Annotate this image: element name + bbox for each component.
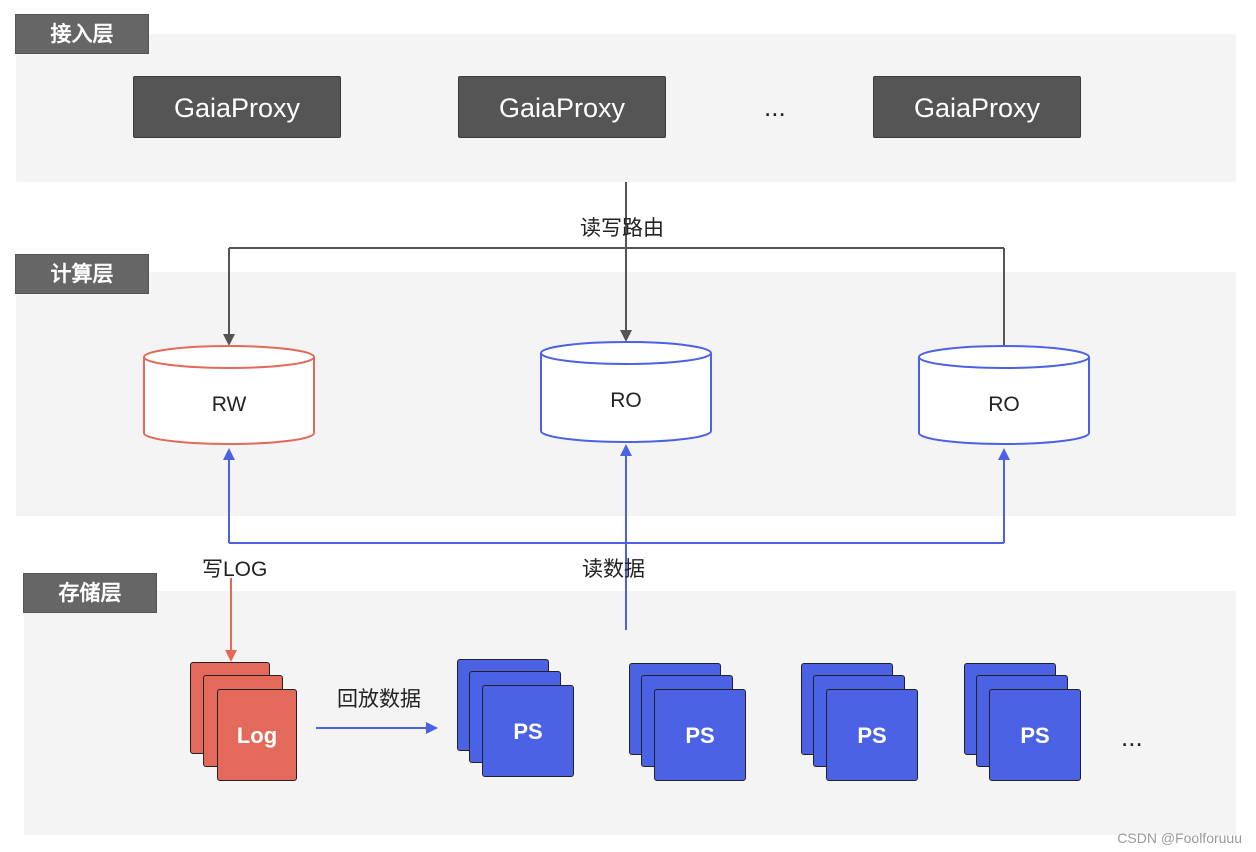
- read-data-label: 读数据: [582, 558, 645, 581]
- ro-cylinder-1: [540, 341, 712, 443]
- gaia-proxy-1: GaiaProxy: [133, 76, 341, 138]
- ps-label-4: PS: [1020, 723, 1050, 748]
- ro-node-label-1: RO: [610, 389, 642, 412]
- read-connector: [228, 456, 1005, 630]
- log-label: Log: [236, 723, 278, 748]
- access-layer-tag: 接入层: [15, 14, 149, 54]
- watermark: CSDN @Foolforuuu: [1117, 830, 1242, 846]
- read-arrow-rw: [223, 448, 235, 460]
- rw-node-label: RW: [211, 393, 247, 416]
- storage-layer-tag: 存储层: [23, 573, 157, 613]
- rw-cylinder: [143, 345, 315, 445]
- compute-layer-tag: 计算层: [15, 254, 149, 294]
- replay-label: 回放数据: [337, 688, 421, 711]
- gaia-proxy-3: GaiaProxy: [873, 76, 1081, 138]
- write-log-label: 写LOG: [202, 558, 268, 581]
- proxy-ellipsis: ...: [764, 92, 786, 122]
- ps-label-1: PS: [513, 719, 543, 744]
- ps-ellipsis: ...: [1121, 722, 1143, 752]
- read-arrow-ro-1: [620, 444, 632, 456]
- ro-node-label-2: RO: [988, 393, 1020, 416]
- ps-label-3: PS: [857, 723, 887, 748]
- route-connector: [228, 182, 1005, 350]
- ro-cylinder-2: [918, 345, 1090, 445]
- write-log-arrow: [225, 650, 237, 662]
- replay-arrow: [426, 722, 438, 734]
- read-arrow-ro-2: [998, 448, 1010, 460]
- route-label: 读写路由: [580, 217, 664, 240]
- gaia-proxy-2: GaiaProxy: [458, 76, 666, 138]
- ps-label-2: PS: [685, 723, 715, 748]
- route-arrow-ro: [620, 330, 632, 342]
- route-arrow-rw: [223, 334, 235, 346]
